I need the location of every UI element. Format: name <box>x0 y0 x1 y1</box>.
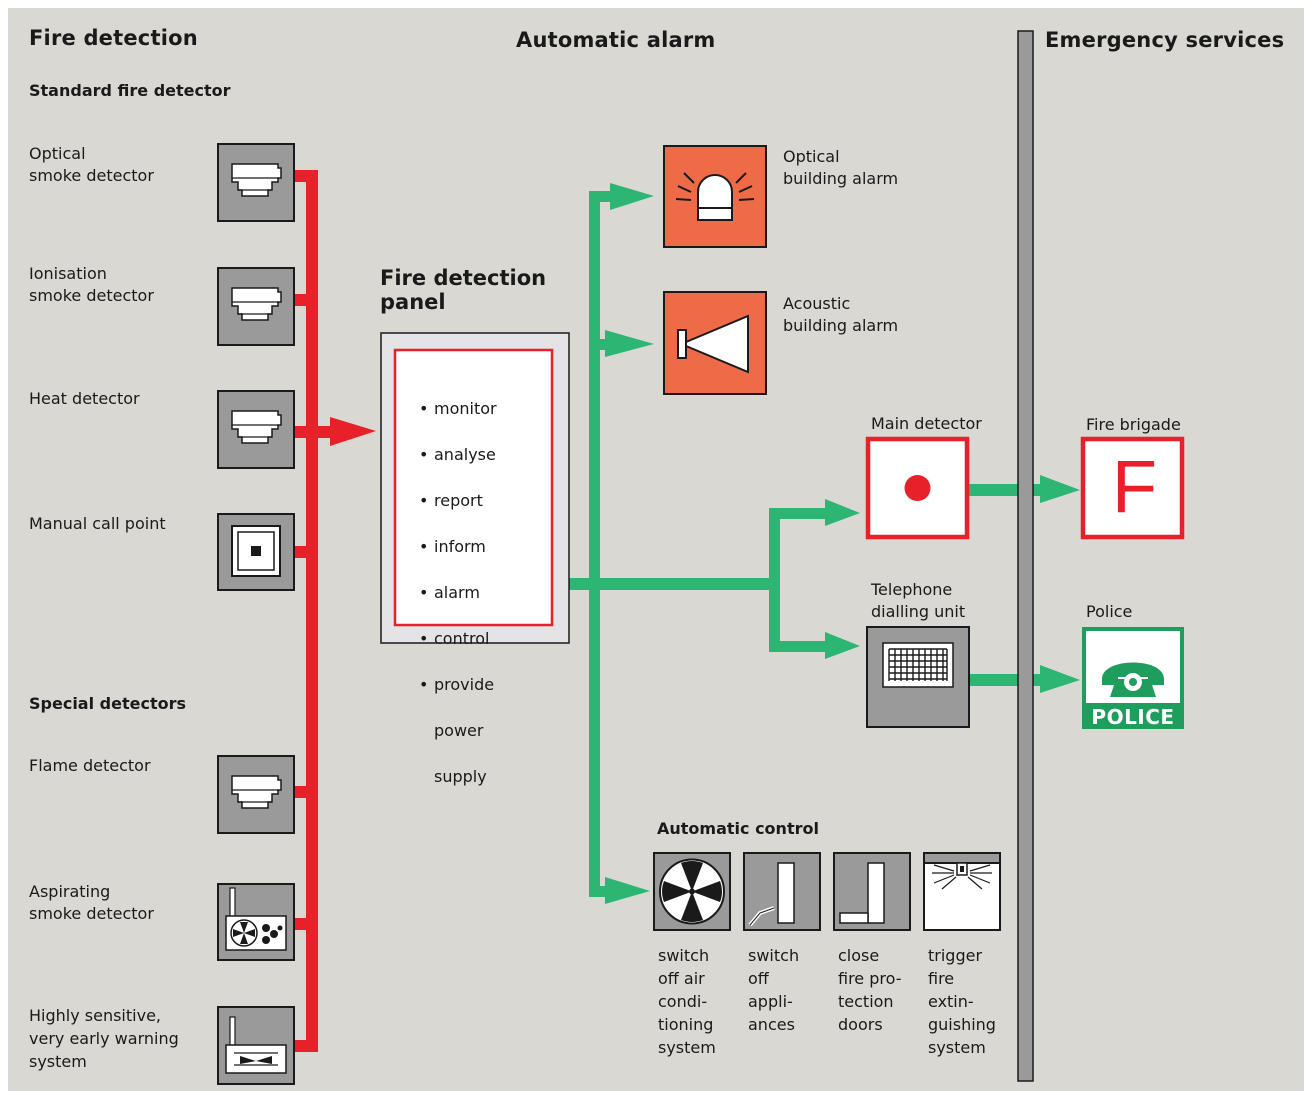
appliance-switch-icon <box>743 852 821 931</box>
panel-task: report <box>419 489 497 512</box>
header-emergency-services: Emergency services <box>1045 28 1285 52</box>
panel-task: power <box>434 721 484 740</box>
emergency-divider <box>1017 30 1034 1082</box>
fan-icon <box>653 852 731 931</box>
main-detector-icon <box>865 436 970 540</box>
panel-task: analyse <box>419 443 497 466</box>
detector-label: Highly sensitive, very early warning sys… <box>29 1006 179 1071</box>
police-sign-text: POLICE <box>1091 705 1175 729</box>
detector-label: Manual call point <box>29 514 166 533</box>
fire-door-icon <box>833 852 911 931</box>
panel-task: inform <box>419 535 497 558</box>
smoke-detector-icon <box>217 267 295 346</box>
detector-label: Aspirating smoke detector <box>29 882 154 923</box>
telephone-dialler-icon <box>866 626 970 728</box>
beacon-icon <box>663 145 767 248</box>
detector-label: Flame detector <box>29 756 151 775</box>
smoke-detector-icon <box>217 755 295 834</box>
control-label: switch off appli- ances <box>748 946 800 1034</box>
sprinkler-icon <box>923 852 1001 931</box>
panel-task-box <box>393 348 554 627</box>
acoustic-alarm-label: Acoustic building alarm <box>783 294 899 335</box>
section-standard-detectors: Standard fire detector <box>29 81 231 100</box>
detector-bus-lines <box>294 170 376 1052</box>
panel-title: Fire detection panel <box>380 266 547 314</box>
manual-call-point-icon <box>217 513 295 591</box>
police-label: Police <box>1086 602 1133 621</box>
early-warning-unit-icon <box>217 1006 295 1085</box>
panel-task: supply <box>434 767 487 786</box>
panel-task-list: monitor analyse report inform alarm cont… <box>419 374 497 811</box>
header-fire-detection: Fire detection <box>29 26 198 50</box>
section-special-detectors: Special detectors <box>29 694 186 713</box>
smoke-detector-icon <box>217 143 295 222</box>
section-automatic-control: Automatic control <box>657 819 819 838</box>
telephone-dialler-label: Telephone dialling unit <box>871 580 966 621</box>
detector-label: Ionisation smoke detector <box>29 264 154 305</box>
fire-brigade-sign-icon <box>1080 436 1185 540</box>
siren-icon <box>663 291 767 395</box>
detector-label: Heat detector <box>29 389 140 408</box>
main-detector-label: Main detector <box>871 414 982 433</box>
fire-brigade-letter: F <box>1111 445 1158 528</box>
detector-label: Optical smoke detector <box>29 144 154 185</box>
police-sign-icon <box>1082 627 1184 729</box>
panel-task: monitor <box>419 397 497 420</box>
panel-task: control <box>419 627 497 650</box>
control-label: close fire pro- tection doors <box>838 946 902 1034</box>
optical-alarm-label: Optical building alarm <box>783 147 899 188</box>
control-label: switch off air condi- tioning system <box>658 946 716 1057</box>
smoke-detector-icon <box>217 390 295 469</box>
control-label: trigger fire extin- guishing system <box>928 946 996 1057</box>
header-automatic-alarm: Automatic alarm <box>516 28 716 52</box>
panel-task: provide <box>419 673 497 696</box>
fire-brigade-label: Fire brigade <box>1086 415 1181 434</box>
panel-task: alarm <box>419 581 497 604</box>
aspirating-unit-icon <box>217 883 295 961</box>
